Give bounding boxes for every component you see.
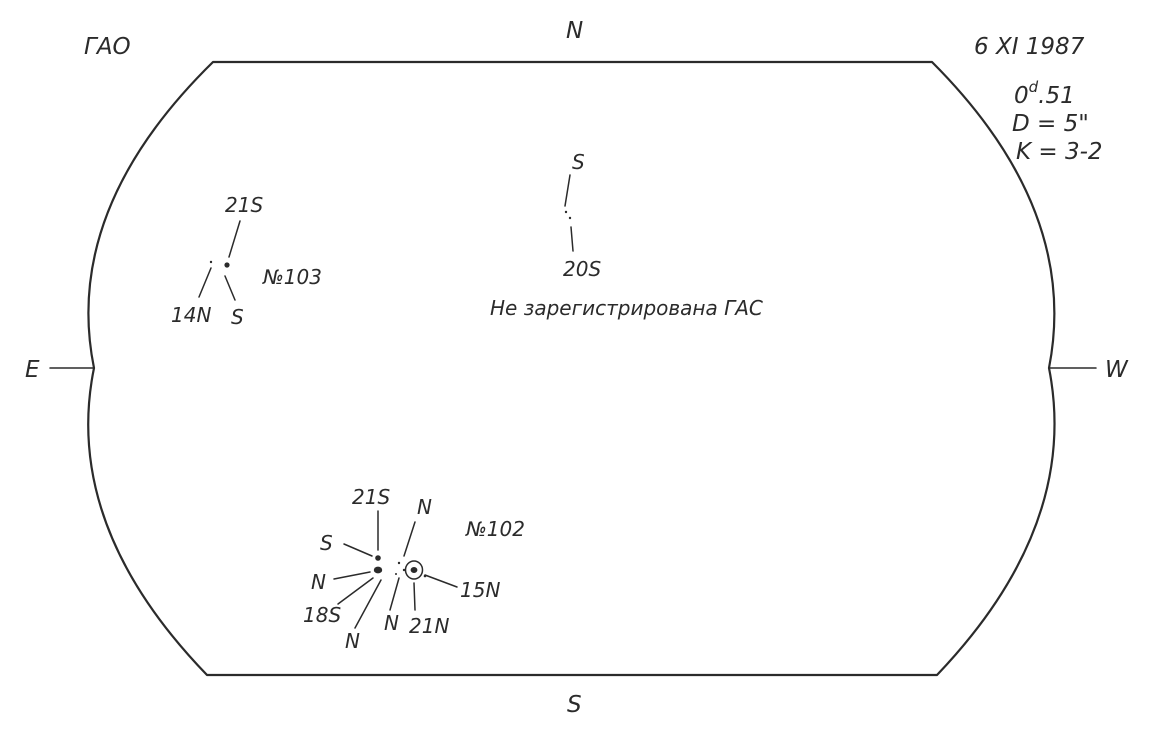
east-label: E (25, 357, 40, 383)
leader-14n (198, 267, 212, 298)
time-frac: .51 (1038, 83, 1075, 109)
leader-21s (228, 220, 241, 258)
region-103-label-14n: 14N (171, 303, 211, 327)
spot-15n (423, 574, 427, 578)
spot-14n (209, 260, 213, 264)
region-102-label-n-mid: N (384, 611, 399, 635)
time-main: 0 (1014, 83, 1029, 109)
region-102-label-n-bottom: N (345, 629, 360, 653)
leader-n-left (333, 571, 371, 580)
leader-20s (570, 226, 574, 252)
region-103-label-21s: 21S (225, 193, 263, 217)
region-102-label-21s: 21S (352, 485, 390, 509)
region-102-label-n-top: N (417, 495, 432, 519)
spot-small-2 (402, 568, 406, 572)
region-102-label-s: S (320, 531, 333, 555)
spot-a (564, 210, 568, 214)
south-label: S (567, 692, 582, 718)
region-103-number: №103 (262, 265, 322, 289)
observatory-label: ГАО (84, 34, 131, 60)
region-102-label-n-left: N (311, 570, 326, 594)
spot-21s (224, 262, 230, 268)
solar-disk-outline (87, 60, 1056, 677)
unregistered-note: Не зарегистрирована ГАС (490, 296, 763, 320)
region-102-label-15n: 15N (460, 578, 500, 602)
date-label: 6 XI 1987 (974, 34, 1085, 60)
region-103: №103 21S 14N S (171, 193, 322, 329)
spot-small-3 (395, 573, 397, 575)
leader-n-top (403, 521, 416, 557)
time-label: 0d.51 (1014, 78, 1075, 109)
diameter-label: D = 5" (1012, 111, 1089, 137)
leader-s (224, 275, 236, 301)
leader-15n (424, 574, 458, 588)
spot-18s (373, 566, 383, 574)
leader-18s (337, 577, 374, 605)
region-unregistered: S 20S Не зарегистрирована ГАС (490, 150, 763, 320)
region-102: №102 21S N S N 18S N N 21N 15N (303, 485, 525, 653)
unregistered-label-20s: 20S (563, 257, 601, 281)
leader-n-mid (389, 577, 400, 611)
spot-b (568, 216, 572, 220)
spot-21n-penumbra (404, 560, 424, 580)
spot-21n-umbra (410, 567, 418, 573)
class-label: K = 3-2 (1016, 139, 1103, 165)
spot-small-1 (397, 561, 401, 565)
region-102-label-18s: 18S (303, 603, 341, 627)
leader-21n (413, 582, 416, 611)
region-102-number: №102 (465, 517, 525, 541)
time-sup: d (1029, 78, 1039, 96)
leader-s (343, 543, 373, 557)
region-102-label-21n: 21N (409, 614, 449, 638)
leader-n-bottom (354, 579, 382, 629)
region-103-label-s: S (231, 305, 244, 329)
west-label: W (1105, 357, 1129, 383)
unregistered-label-s: S (572, 150, 585, 174)
north-label: N (566, 18, 583, 44)
leader-s (564, 174, 571, 207)
spot-21s (375, 555, 381, 561)
